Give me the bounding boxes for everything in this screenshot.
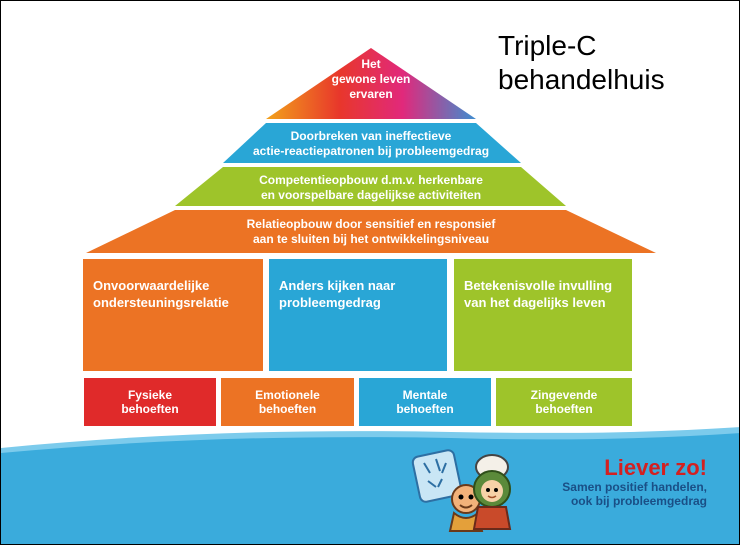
band-green-label: Competentieopbouw d.m.v. herkenbare en v… [81,173,661,203]
roof-line-3: ervaren [349,87,393,101]
need-emotional: Emotionele behoeften [221,378,354,426]
brand-block: Liever zo! Samen positief handelen, ook … [529,455,707,509]
need-physical-line-1: Fysieke [127,388,173,402]
band-blue-line-1: Doorbreken van ineffectieve [290,129,452,143]
pillar-daily-life-label: Betekenisvolle invulling van het dagelij… [464,278,613,310]
band-orange-line-2: aan te sluiten bij het ontwikkelingsnive… [252,232,490,246]
need-meaning: Zingevende behoeften [496,378,632,426]
band-blue-line-2: actie-reactiepatronen bij probleemgedrag [252,144,490,158]
need-emotional-line-2: behoeften [258,402,317,416]
band-green-line-1: Competentieopbouw d.m.v. herkenbare [259,173,483,187]
mascot-illustration [411,449,512,532]
title-line-2: behandelhuis [498,64,665,95]
brand-tagline-2: ook bij probleemgedrag [570,494,707,508]
band-green [175,167,566,206]
need-meaning-line-2: behoeften [535,402,593,416]
band-orange [86,210,656,253]
need-mental: Mentale behoeften [359,378,491,426]
roof-line-1: Het [361,57,381,71]
band-blue-label: Doorbreken van ineffectieve actie-reacti… [81,129,661,159]
pillar-behaviour: Anders kijken naar probleemgedrag [269,259,447,371]
need-mental-line-1: Mentale [402,388,448,402]
pillar-behaviour-label: Anders kijken naar probleemgedrag [279,278,396,310]
need-mental-line-2: behoeften [396,402,454,416]
roof-label: Het gewone leven ervaren [321,57,421,102]
title-line-1: Triple-C [498,30,597,61]
band-blue [223,123,521,163]
page-title: Triple-C behandelhuis [498,29,665,97]
brand-logo-text: Liever zo! [604,455,707,480]
band-green-line-2: en voorspelbare dagelijkse activiteiten [260,188,482,202]
pillar-daily-life: Betekenisvolle invulling van het dagelij… [454,259,632,371]
band-orange-label: Relatieopbouw door sensitief en responsi… [81,217,661,247]
pillar-relationship-label: Onvoorwaardelijke ondersteuningsrelatie [93,278,229,310]
need-meaning-line-1: Zingevende [530,388,598,402]
roof-line-2: gewone leven [331,72,411,86]
roof-peak [266,48,476,119]
brand-tagline-1: Samen positief handelen, [562,480,707,494]
need-emotional-line-1: Emotionele [255,388,320,402]
need-physical: Fysieke behoeften [84,378,216,426]
need-physical-line-2: behoeften [121,402,179,416]
pillar-relationship: Onvoorwaardelijke ondersteuningsrelatie [83,259,263,371]
band-orange-line-1: Relatieopbouw door sensitief en responsi… [246,217,496,231]
